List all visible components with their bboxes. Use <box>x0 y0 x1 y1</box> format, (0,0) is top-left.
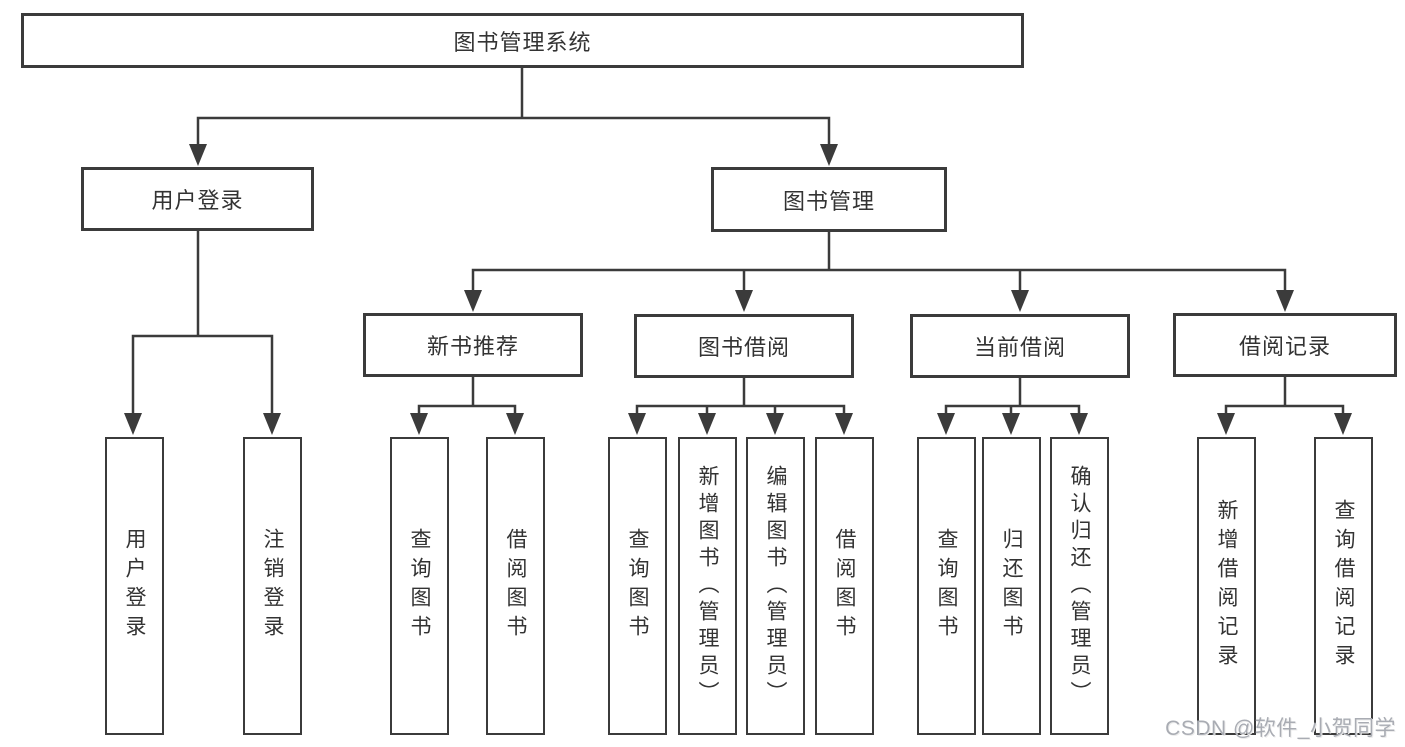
leaf-borrow-book: 借阅图书 <box>815 437 874 735</box>
connector-root <box>196 68 831 146</box>
node-borrow-records: 借阅记录 <box>1173 313 1397 377</box>
csdn-watermark: CSDN @软件_小贺同学 <box>1165 717 1396 740</box>
leaf-query-borrow-record: 查询借阅记录 <box>1314 437 1373 735</box>
leaf-logout: 注销登录 <box>243 437 302 735</box>
node-current-borrow: 当前借阅 <box>910 314 1130 378</box>
leaf-edit-book-admin: 编辑图书（管理员） <box>746 437 805 735</box>
leaf-confirm-return-admin: 确认归还（管理员） <box>1050 437 1109 735</box>
connector-borrow-records <box>1224 377 1345 415</box>
connector-current-borrow <box>944 378 1081 415</box>
arrowheads <box>124 144 1352 435</box>
leaf-user-login: 用户登录 <box>105 437 164 735</box>
node-book-borrow: 图书借阅 <box>634 314 854 378</box>
leaf-return-book: 归还图书 <box>982 437 1041 735</box>
connector-user-login <box>131 231 274 415</box>
leaf-add-book-admin: 新增图书（管理员） <box>678 437 737 735</box>
leaf-query-book-current: 查询图书 <box>917 437 976 735</box>
leaf-query-book-borrow: 查询图书 <box>608 437 667 735</box>
connector-new-book-rec <box>417 377 517 415</box>
leaf-add-borrow-record: 新增借阅记录 <box>1197 437 1256 735</box>
node-user-login: 用户登录 <box>81 167 314 231</box>
connector-book-mgmt <box>471 232 1287 292</box>
node-new-book-recommend: 新书推荐 <box>363 313 583 377</box>
leaf-query-book-recommend: 查询图书 <box>390 437 449 735</box>
node-root-system: 图书管理系统 <box>21 13 1024 68</box>
node-book-management: 图书管理 <box>711 167 947 232</box>
leaf-borrow-book-recommend: 借阅图书 <box>486 437 545 735</box>
connector-book-borrow <box>635 378 846 415</box>
